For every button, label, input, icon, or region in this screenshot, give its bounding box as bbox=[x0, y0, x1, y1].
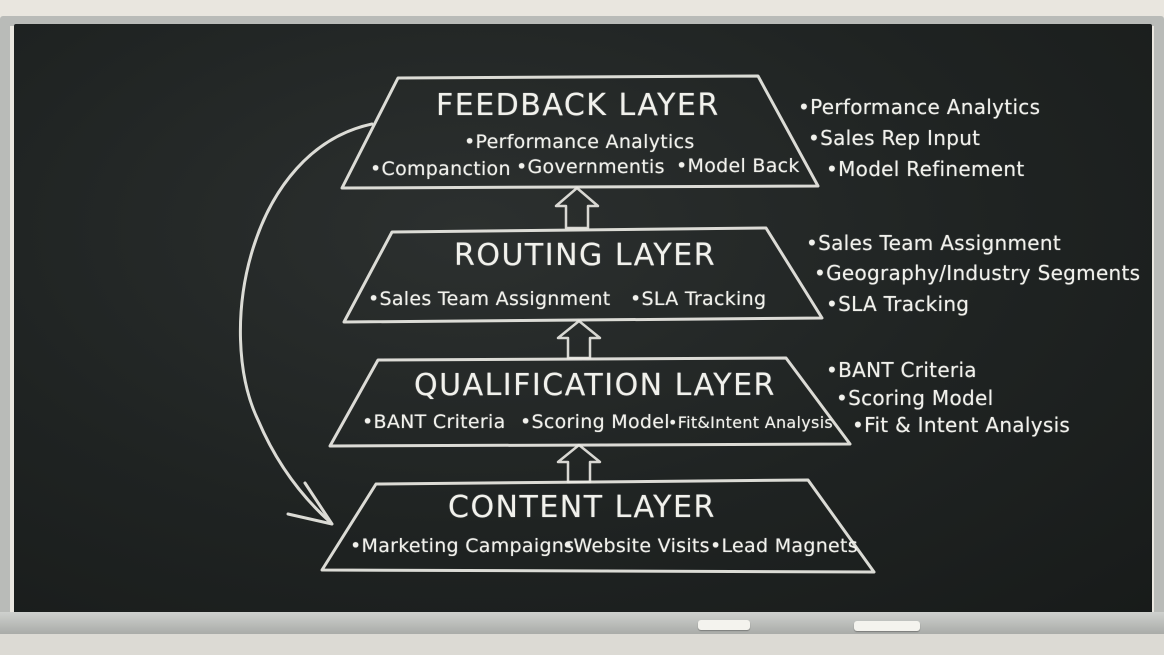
chalk-piece[interactable] bbox=[854, 621, 920, 631]
feedback-inner-top: •Performance Analytics bbox=[464, 131, 695, 153]
feedback-inner-item: •Companction bbox=[370, 158, 511, 180]
up-arrow-1 bbox=[554, 186, 600, 230]
qualification-layer-shape bbox=[328, 356, 852, 448]
qualification-inner-item: •Scoring Model bbox=[520, 411, 670, 433]
qualification-side-item: •Fit & Intent Analysis bbox=[852, 413, 1071, 437]
wall bbox=[0, 634, 1164, 655]
up-arrow-2 bbox=[556, 319, 602, 360]
qualification-side-item: •Scoring Model bbox=[836, 386, 994, 410]
routing-layer-shape bbox=[342, 226, 824, 324]
routing-inner-item: •SLA Tracking bbox=[630, 288, 767, 310]
content-inner-item: •Lead Magnets bbox=[710, 535, 858, 557]
routing-side-item: •SLA Tracking bbox=[826, 292, 970, 316]
feedback-inner-item: •Governmentis bbox=[516, 156, 665, 178]
feedback-side-item: •Sales Rep Input bbox=[808, 126, 981, 150]
content-inner-item: •Website Visits bbox=[562, 535, 710, 557]
qualification-inner-item: •BANT Criteria bbox=[362, 411, 506, 433]
feedback-loop-arrow bbox=[238, 122, 374, 524]
up-arrow-3 bbox=[556, 443, 602, 484]
feedback-layer-title: FEEDBACK LAYER bbox=[436, 88, 720, 123]
qualification-layer-title: QUALIFICATION LAYER bbox=[414, 368, 776, 403]
routing-side-item: •Sales Team Assignment bbox=[806, 231, 1061, 255]
content-inner-item: •Marketing Campaigns bbox=[350, 535, 575, 557]
routing-inner-item: •Sales Team Assignment bbox=[368, 288, 611, 310]
routing-side-item: •Geography/Industry Segments bbox=[814, 261, 1141, 285]
qualification-side-item: •BANT Criteria bbox=[826, 358, 977, 382]
routing-layer-title: ROUTING LAYER bbox=[454, 238, 717, 273]
content-layer-title: CONTENT LAYER bbox=[448, 490, 716, 525]
feedback-side-item: •Model Refinement bbox=[826, 157, 1025, 181]
content-layer-shape bbox=[320, 478, 876, 574]
chalk-piece[interactable] bbox=[698, 620, 750, 630]
feedback-layer-shape bbox=[340, 74, 820, 190]
qualification-inner-item: •Fit&Intent Analysis bbox=[668, 413, 834, 432]
feedback-side-item: •Performance Analytics bbox=[798, 95, 1041, 119]
feedback-loop-arrowhead bbox=[286, 481, 334, 526]
feedback-inner-item: •Model Back bbox=[676, 155, 800, 177]
